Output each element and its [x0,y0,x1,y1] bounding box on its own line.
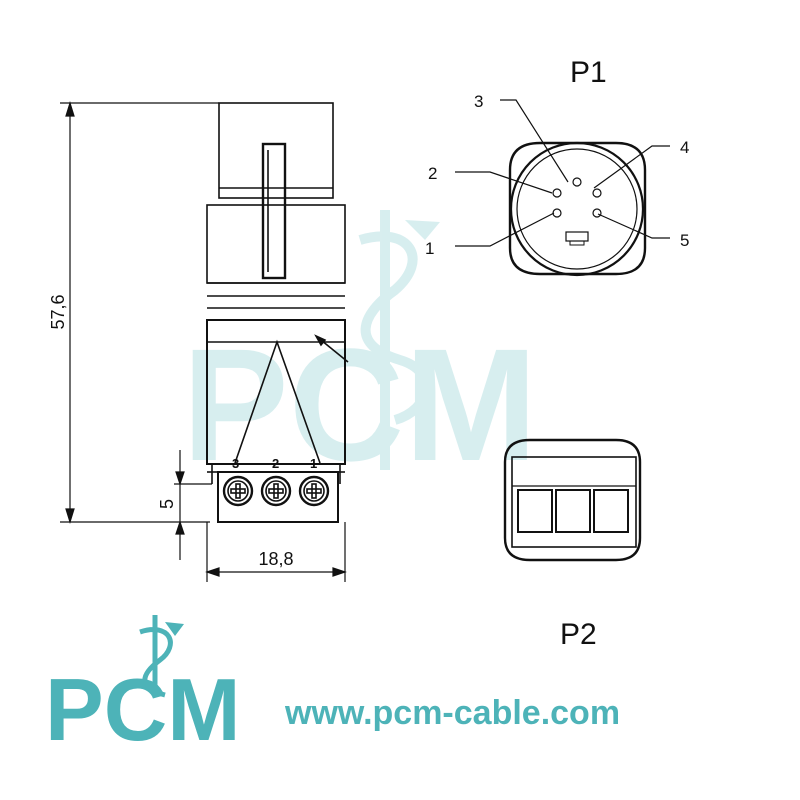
terminal-label-2: 2 [272,456,279,471]
dimension-length-label: 57,6 [48,294,68,329]
latch-block [218,102,334,199]
pin-label-1: 1 [425,239,434,258]
dimension-terminal-label: 5 [157,499,177,509]
dimension-terminal [174,450,212,560]
pin-label-5: 5 [680,231,689,250]
website-url[interactable]: www.pcm-cable.com [284,694,620,732]
pin-label-3: 3 [474,92,483,111]
logo-text: PCM [45,660,241,759]
p1-face-view [508,141,647,277]
side-view [206,102,349,523]
cable-outline [234,339,321,464]
brand-logo: PCM [45,615,241,759]
terminal-block [217,471,339,523]
dimension-length [60,100,219,525]
terminal-screw-2 [260,475,292,507]
p2-rear-view [503,438,642,562]
housing-rear [206,319,346,465]
terminal-screw-3 [222,475,254,507]
pin-1 [552,208,562,218]
watermark-logo: PCM [182,210,538,494]
pin-2 [552,188,562,198]
watermark-swirl-icon [358,210,431,470]
view-label-p1: P1 [570,56,607,89]
pin-label-4: 4 [680,138,689,157]
latch-tab [261,142,287,280]
pin-label-2: 2 [428,164,437,183]
terminal-label-3: 3 [232,456,239,471]
logo-swirl-icon [139,615,173,698]
view-label-p2: P2 [560,618,597,651]
dimension-width-label: 18,8 [258,549,293,569]
pin-4 [592,188,602,198]
dimension-width [205,522,347,582]
pin-3 [572,177,582,187]
housing-front [206,204,346,284]
terminal-screw-1 [298,475,330,507]
pin-5 [592,208,602,218]
terminal-label-1: 1 [310,456,317,471]
pin-leaders [455,99,670,247]
